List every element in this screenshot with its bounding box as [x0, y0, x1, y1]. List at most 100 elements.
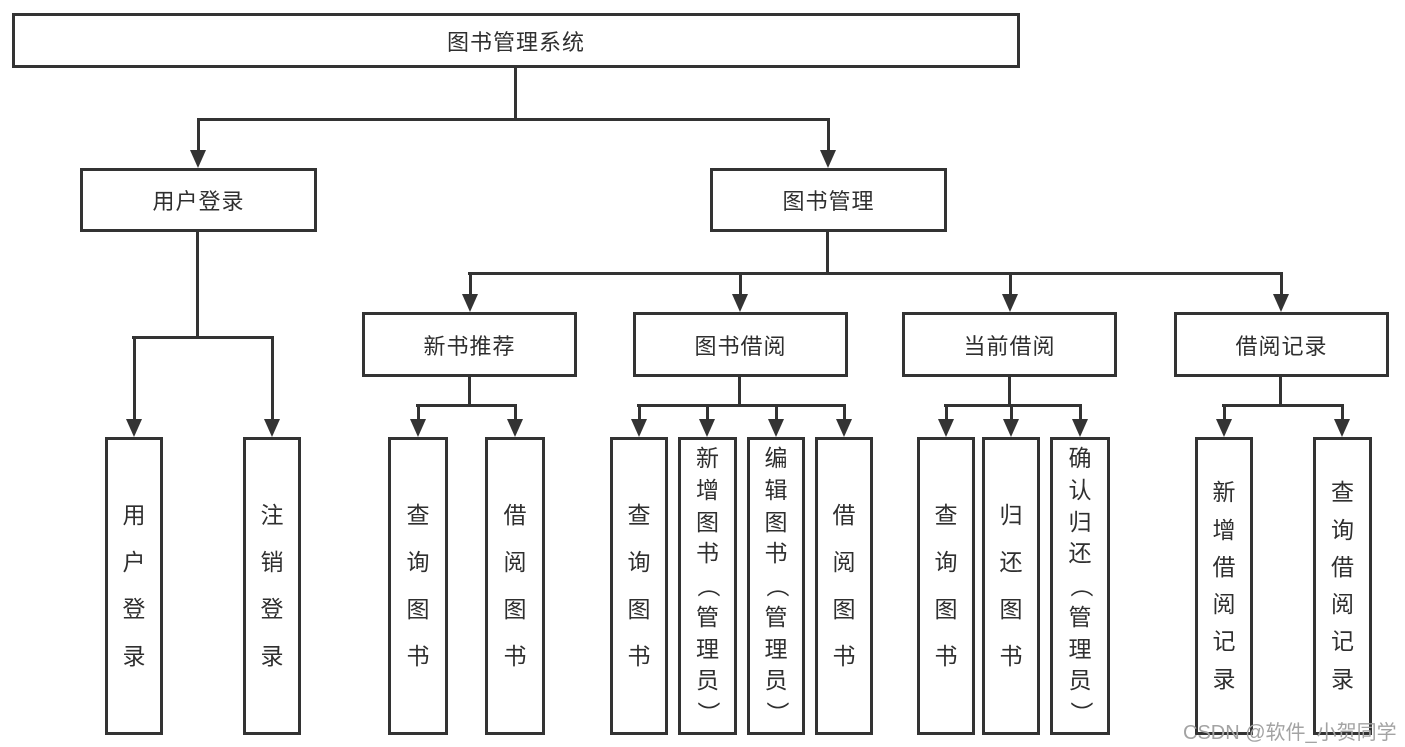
vertical-char: 书	[406, 643, 430, 670]
node-current-borrowing: 当前借阅	[902, 312, 1117, 377]
vertical-char: 查	[1331, 479, 1354, 506]
vertical-char: 认	[1068, 476, 1092, 503]
vertical-char: 借	[1212, 553, 1236, 580]
arrow-down-icon	[938, 419, 954, 437]
connector-arrow-shaft	[1009, 404, 1013, 419]
connector-stem	[1008, 377, 1011, 407]
vertical-char: （	[763, 574, 790, 598]
arrow-down-icon	[1273, 294, 1289, 312]
vertical-char: 询	[934, 548, 958, 575]
leaf-user-login: 用户登录	[105, 437, 163, 735]
vertical-char: 登	[122, 596, 146, 622]
arrow-down-icon	[190, 150, 206, 168]
vertical-char: 阅	[503, 548, 527, 575]
vertical-char: 借	[503, 501, 527, 528]
vertical-char: 记	[1331, 628, 1354, 655]
vertical-char: 图	[999, 596, 1023, 622]
vertical-char: 书	[934, 643, 958, 670]
connector-arrow-shaft	[738, 272, 742, 294]
vertical-char: 询	[627, 548, 651, 575]
arrow-down-icon	[1216, 419, 1232, 437]
connector-stem	[738, 377, 741, 407]
vertical-char: ）	[695, 701, 722, 725]
vertical-char: 户	[122, 548, 146, 575]
connector-stem	[1279, 377, 1282, 407]
vertical-char: 阅	[832, 548, 856, 575]
vertical-char: 图	[696, 508, 719, 535]
arrow-down-icon	[126, 419, 142, 437]
vertical-char: 归	[999, 501, 1023, 528]
vertical-char: 员	[764, 667, 788, 694]
vertical-char: 理	[696, 635, 719, 662]
vertical-char: ）	[763, 701, 790, 725]
arrow-down-icon	[820, 150, 836, 168]
connector-stem	[468, 377, 471, 407]
vertical-char: 查	[627, 501, 651, 528]
connector-bar	[132, 336, 274, 339]
connector-arrow-shaft	[1340, 404, 1344, 419]
vertical-char: 员	[696, 667, 719, 694]
arrow-down-icon	[732, 294, 748, 312]
vertical-char: 新	[696, 445, 719, 472]
leaf-borrow-books-recommend: 借阅图书	[485, 437, 545, 735]
vertical-char: 图	[503, 596, 527, 622]
vertical-char: 增	[1212, 516, 1236, 543]
vertical-char: 管	[1068, 603, 1092, 630]
connector-arrow-shaft	[774, 404, 778, 419]
vertical-char: 还	[1068, 540, 1092, 567]
connector-arrow-shaft	[196, 118, 200, 150]
node-borrowing-records: 借阅记录	[1174, 312, 1389, 377]
connector-stem	[196, 232, 199, 339]
connector-arrow-shaft	[705, 404, 709, 419]
vertical-char: 书	[832, 643, 856, 670]
vertical-char: 员	[1068, 667, 1092, 694]
arrow-down-icon	[768, 419, 784, 437]
vertical-char: 还	[999, 548, 1023, 575]
vertical-char: 询	[1331, 516, 1354, 543]
connector-stem	[514, 68, 517, 121]
arrow-down-icon	[507, 419, 523, 437]
arrow-down-icon	[1003, 419, 1019, 437]
vertical-char: 录	[260, 643, 284, 670]
vertical-char: 图	[832, 596, 856, 622]
vertical-char: 销	[260, 548, 284, 575]
vertical-char: 书	[999, 643, 1023, 670]
vertical-char: 录	[1331, 665, 1354, 692]
vertical-char: 询	[406, 548, 430, 575]
leaf-return-books: 归还图书	[982, 437, 1040, 735]
arrow-down-icon	[410, 419, 426, 437]
vertical-char: 管	[696, 603, 719, 630]
connector-bar	[637, 404, 846, 407]
vertical-char: 书	[627, 643, 651, 670]
arrow-down-icon	[462, 294, 478, 312]
arrow-down-icon	[1334, 419, 1350, 437]
vertical-char: 新	[1212, 479, 1236, 506]
connector-arrow-shaft	[513, 404, 517, 419]
connector-arrow-shaft	[270, 336, 274, 419]
connector-arrow-shaft	[1078, 404, 1082, 419]
vertical-char: 阅	[1331, 591, 1354, 617]
vertical-char: 辑	[764, 476, 788, 503]
vertical-char: 编	[764, 445, 788, 472]
connector-arrow-shaft	[1008, 272, 1012, 294]
vertical-char: 图	[764, 508, 788, 535]
leaf-query-books-recommend: 查询图书	[388, 437, 448, 735]
node-user-login: 用户登录	[80, 168, 317, 232]
vertical-char: 理	[1068, 635, 1092, 662]
connector-bar	[944, 404, 1082, 407]
vertical-char: 阅	[1212, 591, 1236, 617]
leaf-confirm-return-admin: 确认归还（管理员）	[1050, 437, 1110, 735]
vertical-char: 录	[1212, 665, 1236, 692]
connector-bar	[1222, 404, 1344, 407]
vertical-char: 图	[627, 596, 651, 622]
node-book-borrowing: 图书借阅	[633, 312, 848, 377]
connector-arrow-shaft	[1279, 272, 1283, 294]
vertical-char: 书	[764, 540, 788, 567]
leaf-add-borrow-record: 新增借阅记录	[1195, 437, 1253, 735]
vertical-char: 确	[1068, 445, 1092, 472]
csdn-watermark: CSDN @软件_小贺同学	[1183, 722, 1397, 744]
connector-arrow-shaft	[842, 404, 846, 419]
vertical-char: 管	[764, 603, 788, 630]
vertical-char: 图	[406, 596, 430, 622]
